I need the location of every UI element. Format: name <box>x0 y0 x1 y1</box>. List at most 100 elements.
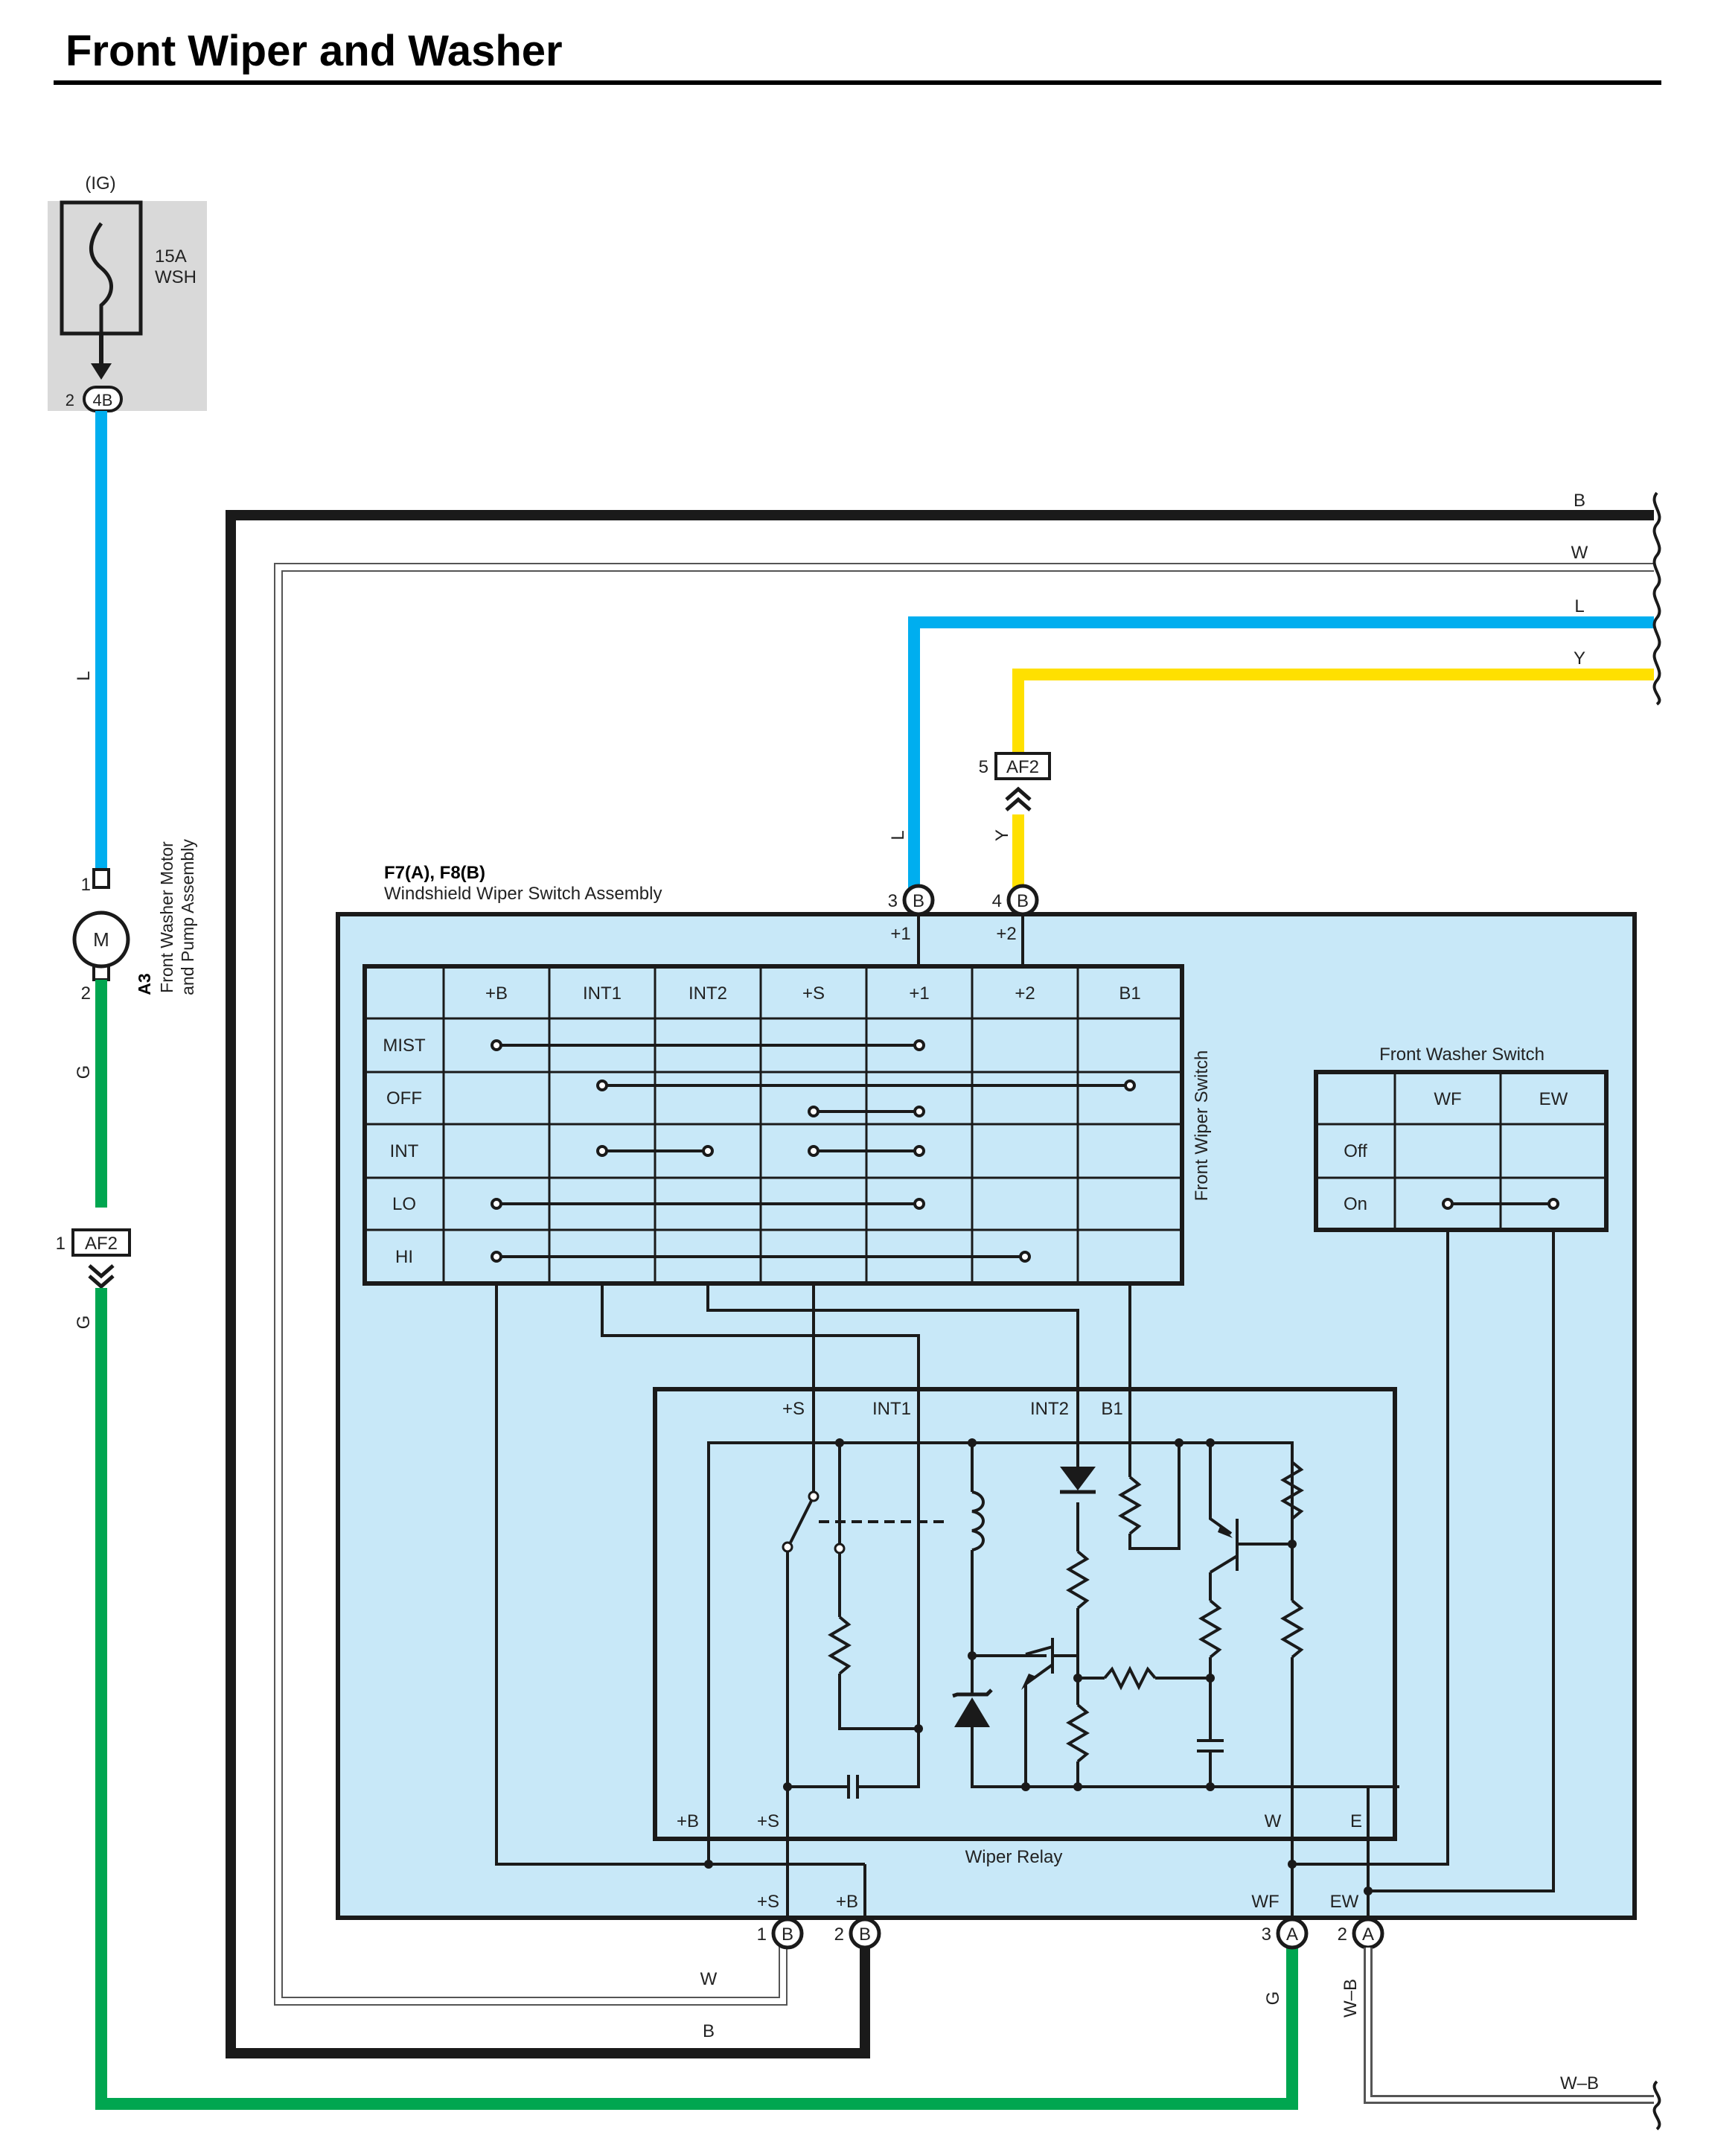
bottom-pin-a3: WF A 3 <box>1251 1892 1309 1950</box>
wire-label-right-b: B <box>1574 491 1585 511</box>
relay-top-s: +S <box>782 1399 805 1419</box>
fuse-icon <box>89 222 113 335</box>
relay-top-b1: B1 <box>1101 1399 1122 1419</box>
wire-wb <box>1366 1948 1654 2102</box>
bottom-pin-b1: +S B 1 <box>757 1892 804 1950</box>
pin-a3-conn: A <box>1286 1924 1298 1945</box>
pin-a2-num: 2 <box>1338 1924 1347 1945</box>
motor-pin-bottom: 2 <box>81 983 91 1004</box>
motor-pin-top: 1 <box>81 875 91 895</box>
relay-bottom-b: +B <box>677 1811 699 1831</box>
relay-circuit <box>707 1441 1399 1930</box>
front-wiper-switch-table: +B INT1 INT2 +S +1 +2 B1 MIST OFF INT LO… <box>362 964 1212 1286</box>
ws-col-s: +S <box>802 983 825 1004</box>
wire-green-loop <box>95 1288 1298 2110</box>
wiper-relay: +S INT1 INT2 B1 +B +S W E Wiper Relay <box>653 1387 1399 1930</box>
ws-row-mist: MIST <box>383 1036 426 1056</box>
wsh-col-ew: EW <box>1539 1089 1568 1109</box>
af2-top-pin: 5 <box>979 757 988 777</box>
ws-col-b: +B <box>485 983 508 1004</box>
ws-row-int: INT <box>390 1141 419 1161</box>
ws-col-plus2: +2 <box>1015 983 1035 1004</box>
pin-a3-term: WF <box>1251 1892 1279 1912</box>
relay-bottom-s: +S <box>757 1811 779 1831</box>
wire-label-left-l: L <box>74 671 94 680</box>
fuse-rating: 15A <box>155 246 187 267</box>
harness-break-icon <box>1652 491 1661 706</box>
ws-conn-mist <box>491 1039 925 1051</box>
pin-a2-term: EW <box>1330 1892 1359 1912</box>
wiper-relay-frame <box>653 1387 1397 1841</box>
washer-switch-label: Front Washer Switch <box>1379 1044 1545 1065</box>
pin-b2-conn: B <box>859 1924 871 1945</box>
washer-motor: M 1 2 A3 Front Washer Motor and Pump Ass… <box>72 839 197 1004</box>
relay-bottom-e: E <box>1350 1811 1362 1831</box>
zener-bar <box>952 1688 993 1698</box>
af2-left-pin: 1 <box>56 1234 66 1254</box>
relay-bottom-w: W <box>1265 1811 1282 1831</box>
relay-name: Wiper Relay <box>965 1847 1063 1867</box>
assembly-name: Windshield Wiper Switch Assembly <box>384 884 662 904</box>
wire-black-b <box>226 510 1654 2058</box>
ws-conn-lo <box>491 1198 925 1210</box>
wire-label-right-y: Y <box>1574 648 1585 669</box>
wire-label-right-w: W <box>1571 543 1588 563</box>
wire-label-bottom-g: G <box>1263 1991 1283 2006</box>
fuse-supply-label: (IG) <box>85 173 115 194</box>
wsh-col-wf: WF <box>1434 1089 1461 1109</box>
af2-top-name: AF2 <box>1006 757 1039 777</box>
pin-b1-num: 1 <box>757 1924 767 1945</box>
assembly-code: F7(A), F8(B) <box>384 863 485 883</box>
junction-dots <box>704 1438 1373 1895</box>
ws-col-int2: INT2 <box>689 983 727 1004</box>
ws-col-plus1: +1 <box>909 983 929 1004</box>
wsh-row-off: Off <box>1344 1141 1367 1161</box>
wire-label-right-l: L <box>1574 596 1584 616</box>
pin-b4-num: 4 <box>992 891 1002 911</box>
wire-wb-outline <box>1364 1948 1654 2104</box>
ws-conn-int-int1-int2 <box>596 1145 714 1157</box>
af2-left-box <box>71 1228 131 1257</box>
fuse-pin: 2 <box>66 391 74 409</box>
motor-name-line2: and Pump Assembly <box>178 839 197 995</box>
pin-b1-term: +S <box>757 1892 779 1912</box>
wsh-conn-on <box>1442 1198 1559 1210</box>
top-pin-plus1: B 3 +1 <box>888 884 935 944</box>
af2-left-name: AF2 <box>85 1234 118 1254</box>
front-washer-switch-table: Front Washer Switch WF EW Off On <box>1314 1044 1609 1232</box>
fuse-name: WSH <box>155 267 197 287</box>
pin-a3-num: 3 <box>1262 1924 1271 1945</box>
ws-col-int1: INT1 <box>583 983 622 1004</box>
pin-a3-circle <box>1276 1917 1309 1950</box>
pin-b1-conn: B <box>782 1924 793 1945</box>
pin-b2-circle <box>849 1917 881 1950</box>
motor-cap-top <box>92 868 110 889</box>
pin-b2-num: 2 <box>834 1924 844 1945</box>
wsh-row-on: On <box>1344 1194 1367 1214</box>
wiper-switch-label: Front Wiper Switch <box>1192 1050 1212 1202</box>
wire-label-bottom-b: B <box>703 2021 715 2041</box>
wire-label-vert-l: L <box>888 830 908 840</box>
wire-label-left-g-lower: G <box>74 1315 94 1330</box>
relay-top-int2: INT2 <box>1030 1399 1069 1419</box>
pin-b3-term: +1 <box>890 924 910 944</box>
pin-b4-conn: B <box>1017 891 1029 911</box>
pin-a2-conn: A <box>1362 1924 1374 1945</box>
wire-label-bottom-w: W <box>700 1969 718 1989</box>
relay-top-int1: INT1 <box>872 1399 911 1419</box>
af2-top-chevron-icon <box>1005 786 1032 811</box>
fuse-box-bg <box>48 201 207 411</box>
wire-label-vert-y: Y <box>992 829 1012 841</box>
pin-b4-term: +2 <box>996 924 1016 944</box>
motor-name-line1: Front Washer Motor <box>157 841 176 993</box>
ws-col-b1: B1 <box>1119 983 1140 1004</box>
ws-row-hi: HI <box>395 1247 413 1267</box>
motor-icon <box>72 910 130 969</box>
transistor-arrow-icon-2 <box>1218 1525 1233 1538</box>
switch-assembly-box <box>336 912 1637 1920</box>
ws-conn-int-s-plus1 <box>808 1145 925 1157</box>
af2-left-connector: AF2 1 <box>56 1228 131 1289</box>
wire-label-bottom-wb: W–B <box>1341 1979 1361 2018</box>
ws-row-off: OFF <box>386 1088 422 1109</box>
